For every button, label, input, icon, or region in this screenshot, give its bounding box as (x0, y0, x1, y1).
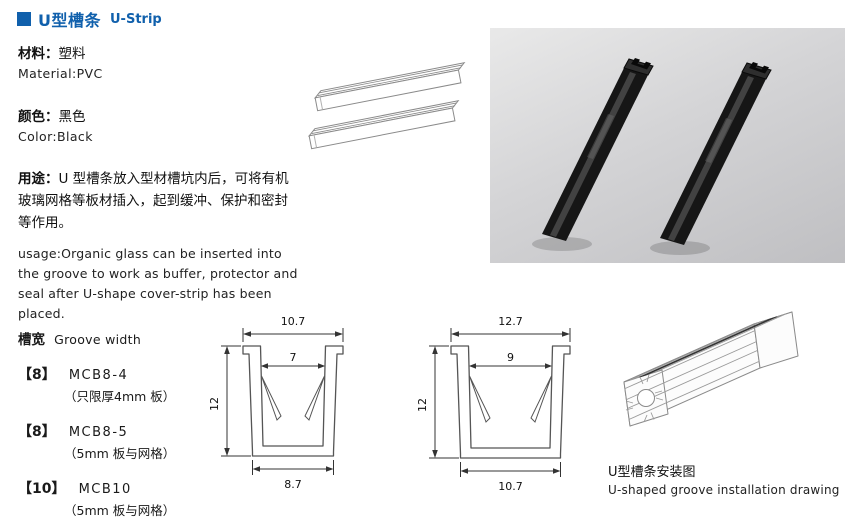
barb-left (261, 375, 282, 421)
groove-width-title-en: Groove width (54, 332, 142, 347)
dim-bottom-width (252, 460, 334, 475)
cross-section-diagram-1: 10.7 7 12 8.7 (208, 315, 344, 491)
cross-section-diagram-2: 12.7 9 12 10.7 (418, 315, 571, 493)
photo-strips (532, 58, 772, 255)
size-bracket: 【8】 (18, 367, 56, 383)
model-note: （5mm 板与网格） (64, 503, 176, 518)
installation-drawing (623, 311, 799, 427)
model-code: MCB8-5 (68, 425, 129, 440)
material-line-zh: 材料：塑料 (18, 42, 298, 62)
groove-width-title: 槽宽 Groove width (18, 328, 238, 348)
dim-label-height: 12 (208, 397, 221, 411)
u-strip-line-drawing (307, 62, 466, 150)
material-value: 塑料 (58, 46, 86, 62)
installed-u-strip (639, 316, 777, 378)
dim-label-inner: 7 (290, 351, 297, 364)
dim-label-bottom: 10.7 (498, 480, 523, 493)
dim-label-bottom: 8.7 (284, 478, 302, 491)
dim-height (221, 345, 251, 457)
size-bracket: 【10】 (18, 481, 66, 497)
groove-width-list: 槽宽 Groove width 【8】 MCB8-4 （只限厚4mm 板） 【8… (18, 328, 238, 519)
dim-top-width (242, 328, 344, 342)
dim-label-height: 12 (418, 398, 429, 412)
color-line-en: Color:Black (18, 129, 93, 144)
installation-caption-en: U-shaped groove installation drawing (608, 483, 840, 497)
material-label: 材料： (18, 46, 59, 62)
material-line-en: Material:PVC (18, 66, 103, 81)
dim-label-inner: 9 (507, 351, 514, 364)
u-strip-photo-left (532, 58, 654, 251)
dim-top-width (450, 328, 571, 342)
barb-left (469, 375, 491, 423)
usage-paragraph-zh: 用途：U 型槽条放入型材槽坑内后，可将有机玻璃网格等板材插入，起到缓冲、保护和密… (18, 168, 298, 234)
model-note: （只限厚4mm 板） (64, 389, 176, 404)
center-bore (637, 389, 655, 407)
dim-label-top: 10.7 (281, 315, 306, 328)
list-item: 【10】 MCB10 （5mm 板与网格） (18, 478, 238, 519)
section-marker-icon (17, 12, 31, 26)
model-code: MCB8-4 (68, 368, 129, 383)
list-item: 【8】 MCB8-4 （只限厚4mm 板） (18, 364, 238, 405)
model-note: （5mm 板与网格） (64, 446, 176, 461)
usage-text-zh: U 型槽条放入型材槽坑内后，可将有机玻璃网格等板材插入，起到缓冲、保护和密封等作… (18, 171, 289, 231)
color-value: 黑色 (58, 109, 86, 125)
barb-right (530, 375, 552, 423)
barb-right (304, 375, 325, 421)
dim-bottom-width (460, 462, 561, 477)
size-bracket: 【8】 (18, 424, 56, 440)
usage-label: 用途： (18, 171, 59, 187)
usage-paragraph-en: usage:Organic glass can be inserted into… (18, 246, 298, 321)
page-title-zh: U型槽条 (38, 11, 101, 30)
spec-column: 材料：塑料 Material:PVC 颜色：黑色 Color:Black 用途：… (18, 42, 298, 324)
u-profile-outline (450, 345, 571, 459)
page-title-en: U-Strip (110, 11, 162, 27)
dim-height (429, 345, 459, 459)
product-photo (490, 28, 845, 263)
u-profile-outline (242, 345, 344, 457)
dim-label-top: 12.7 (498, 315, 523, 328)
u-strip-photo-right (650, 62, 772, 255)
t-slot-notches (625, 374, 664, 423)
color-line-zh: 颜色：黑色 (18, 105, 298, 125)
model-code: MCB10 (78, 482, 132, 497)
color-label: 颜色： (18, 109, 59, 125)
list-item: 【8】 MCB8-5 （5mm 板与网格） (18, 421, 238, 462)
groove-width-title-zh: 槽宽 (18, 332, 45, 348)
installation-caption: U型槽条安装图 U-shaped groove installation dra… (608, 461, 845, 497)
installation-caption-zh: U型槽条安装图 (608, 465, 696, 480)
page-header: U型槽条 U-Strip (17, 7, 162, 31)
